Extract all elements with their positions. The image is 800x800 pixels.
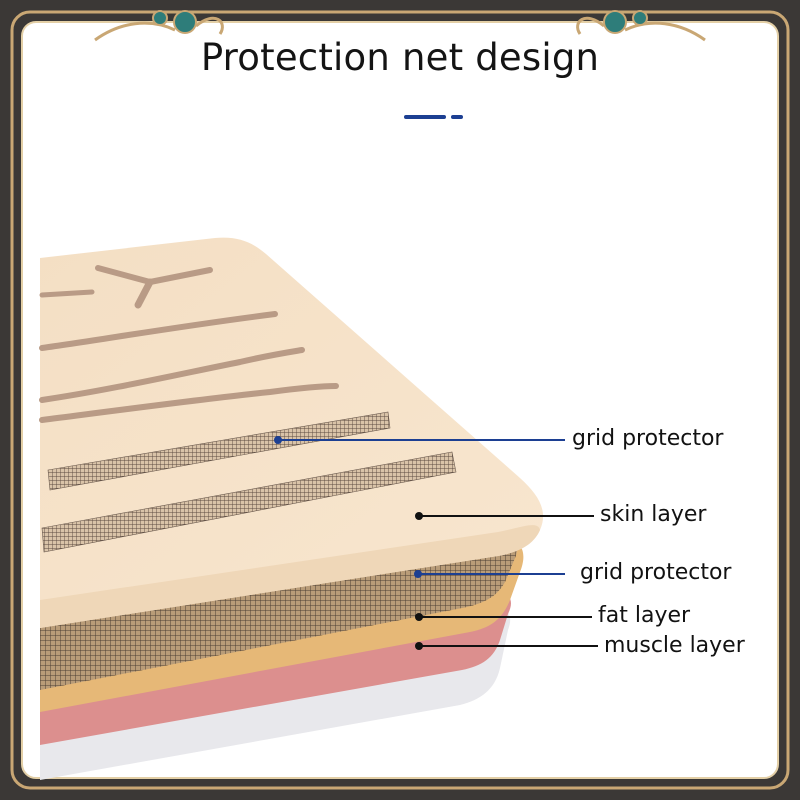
label-grid-protector-top: grid protector	[572, 426, 724, 451]
grid-protector-cut-lower	[41, 451, 457, 553]
page-title: Protection net design	[200, 36, 600, 79]
leader-fat-layer	[415, 613, 592, 621]
leader-skin-layer	[415, 512, 594, 520]
label-fat-layer: fat layer	[598, 603, 691, 628]
frame-gold-outer	[10, 10, 790, 790]
grid-protector-layer	[40, 535, 518, 690]
incision-lines	[39, 265, 339, 423]
label-muscle-layer: muscle layer	[604, 633, 745, 658]
leader-grid-protector-top	[274, 436, 565, 444]
left-cloud-ornament-icon	[94, 10, 224, 42]
title-underline-accent	[404, 115, 463, 119]
label-skin-layer: skin layer	[600, 502, 707, 527]
leader-muscle-layer	[415, 642, 598, 650]
label-grid-protector-bottom: grid protector	[580, 560, 732, 585]
right-cloud-ornament-icon	[576, 10, 706, 42]
leader-grid-protector-bottom	[414, 570, 565, 578]
grid-protector-cut-upper	[47, 411, 391, 491]
skin-layer-edge	[40, 525, 540, 628]
